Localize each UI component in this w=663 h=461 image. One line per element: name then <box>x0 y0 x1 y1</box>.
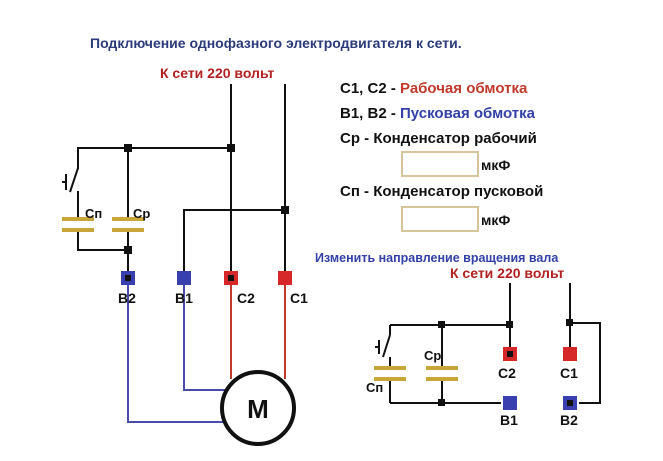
legend-line-2: В1, В2 - Пусковая обмотка <box>340 105 536 122</box>
junction-dot <box>124 246 132 254</box>
terminal-c2-label: С2 <box>237 290 255 306</box>
b1-lead <box>183 283 233 391</box>
motor-label: M <box>247 394 269 424</box>
junction-dot <box>438 321 445 328</box>
start-capacitor-value-input[interactable] <box>401 206 479 232</box>
junction-dot <box>124 144 132 152</box>
mains-label: К сети 220 вольт <box>160 65 274 81</box>
junction-dot <box>566 319 573 326</box>
reverse-run-capacitor <box>426 366 458 381</box>
legend-line-3: Ср - Конденсатор рабочий <box>340 130 537 147</box>
reverse-start-capacitor-label: Сп <box>366 380 383 395</box>
b2-lead <box>127 283 223 423</box>
run-capacitor-unit: мкФ <box>481 157 510 173</box>
run-capacitor <box>112 217 144 232</box>
main-wiring <box>77 84 286 423</box>
main-terminals <box>121 271 292 285</box>
run-capacitor-value-input[interactable] <box>401 151 479 177</box>
reverse-c1-label: С1 <box>560 365 578 381</box>
reverse-mains-label: К сети 220 вольт <box>450 265 564 281</box>
legend-line-4: Сп - Конденсатор пусковой <box>340 183 543 200</box>
reverse-start-capacitor <box>374 366 406 381</box>
start-capacitor-label: Сп <box>85 206 102 221</box>
reverse-junctions <box>438 319 573 406</box>
reverse-switch <box>375 334 391 358</box>
terminal-b2-label: В2 <box>118 290 136 306</box>
legend-line-1-prefix: С1, С2 - <box>340 80 400 97</box>
junction-dot <box>438 399 445 406</box>
start-capacitor-unit: мкФ <box>481 212 510 228</box>
run-capacitor-label: Ср <box>133 206 150 221</box>
reverse-terminal-b1 <box>503 396 517 410</box>
reverse-terminal-c1 <box>563 347 577 361</box>
terminal-c1-label: С1 <box>290 290 308 306</box>
reverse-b1-label: В1 <box>500 412 518 428</box>
legend-line-1-value: Рабочая обмотка <box>400 80 528 97</box>
reverse-title: Изменить направление вращения вала <box>315 251 559 265</box>
reverse-run-capacitor-label: Ср <box>424 348 441 363</box>
diagram-title: Подключение однофазного электродвигателя… <box>90 35 462 51</box>
legend-line-2-prefix: В1, В2 - <box>340 105 400 122</box>
start-capacitor <box>62 217 94 232</box>
legend-line-1: С1, С2 - Рабочая обмотка <box>340 80 528 97</box>
terminal-b1 <box>177 271 191 285</box>
reverse-c2-label: С2 <box>498 365 516 381</box>
main-junctions <box>124 144 289 254</box>
reverse-terminals <box>503 347 577 410</box>
terminal-b1-label: В1 <box>175 290 193 306</box>
terminal-c1 <box>278 271 292 285</box>
reverse-b2-label: В2 <box>560 412 578 428</box>
junction-dot <box>506 321 513 328</box>
motor-circle <box>220 370 296 446</box>
reverse-wiring <box>389 283 601 404</box>
junction-dot <box>281 206 289 214</box>
start-switch <box>62 167 79 193</box>
legend-line-2-value: Пусковая обмотка <box>400 105 536 122</box>
junction-dot <box>227 144 235 152</box>
